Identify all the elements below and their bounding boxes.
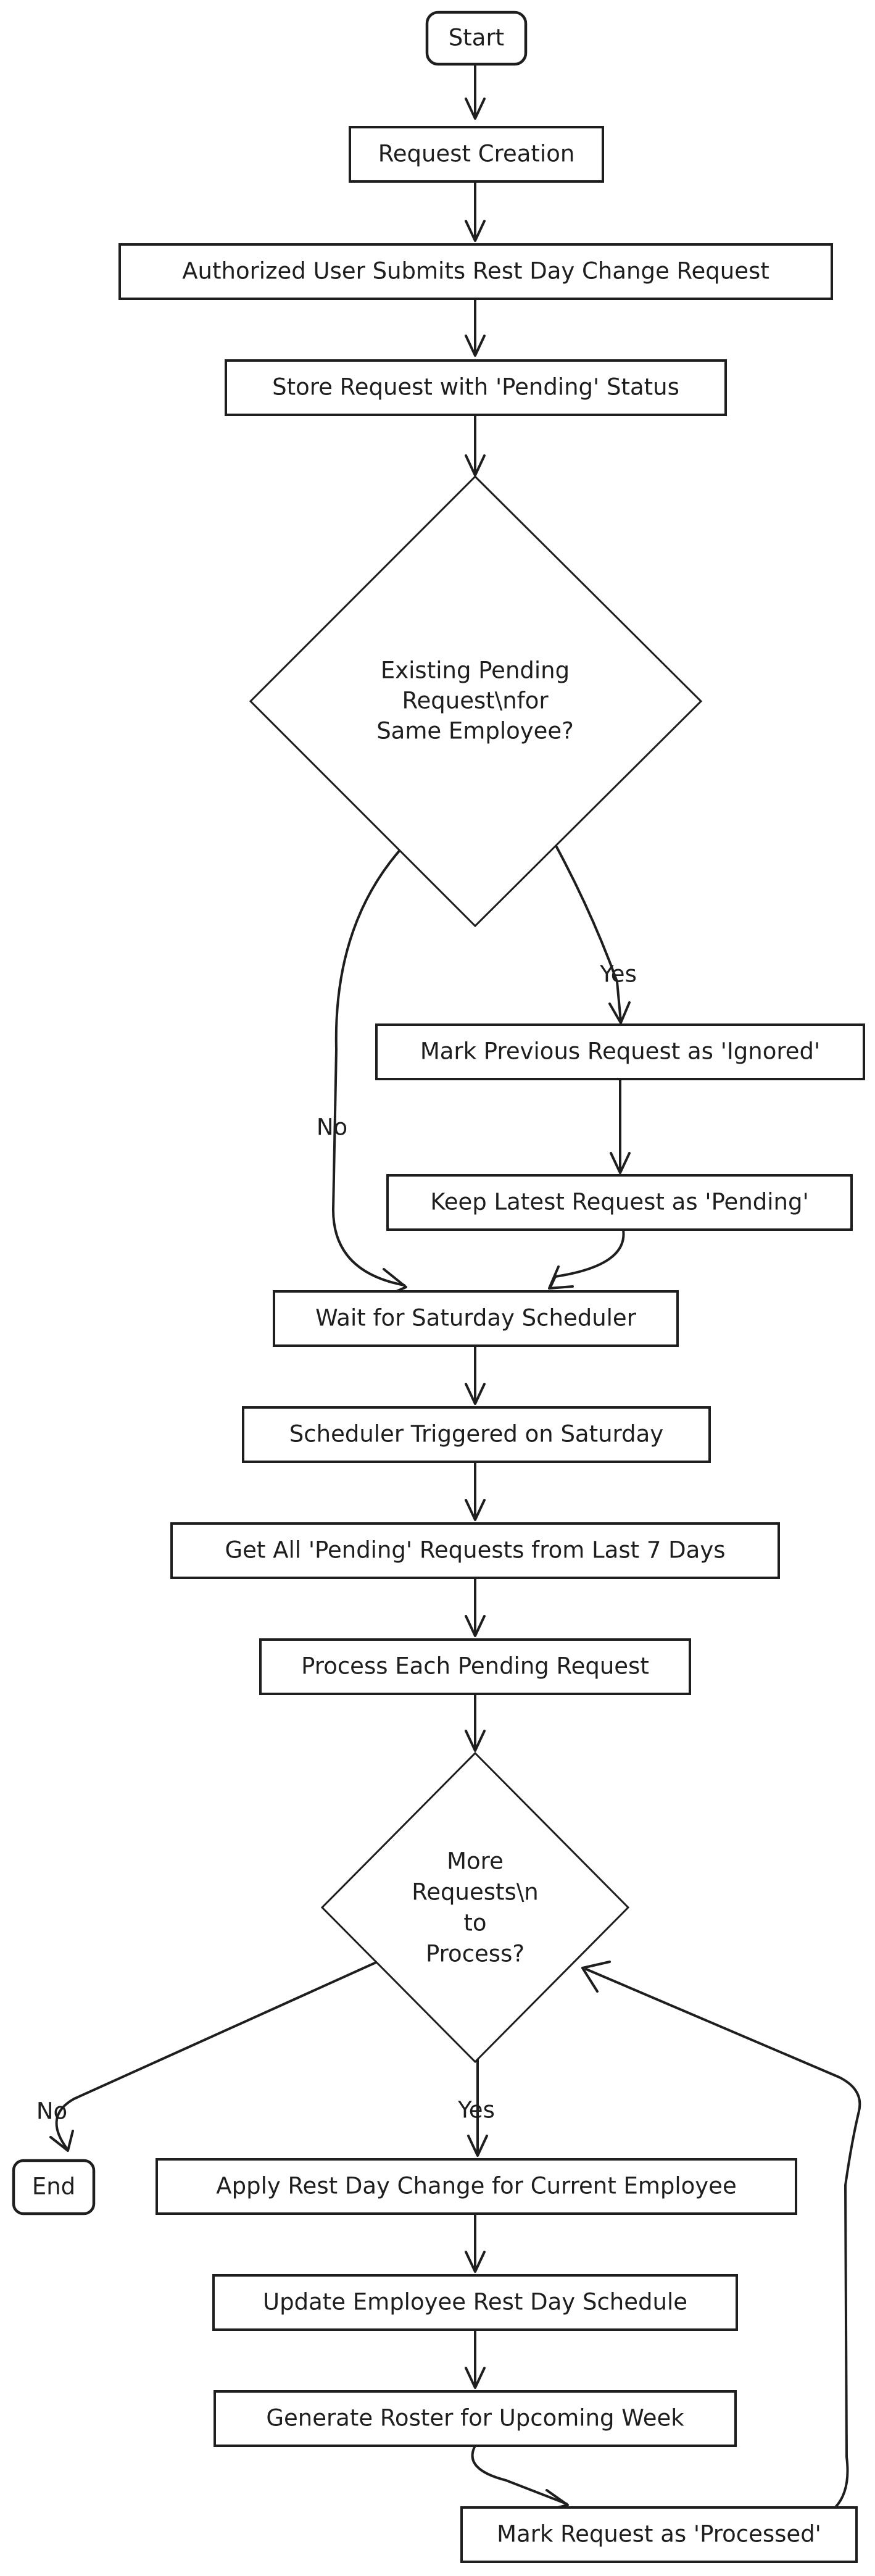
decision-existing-line-2: Request\nfor [402,688,549,714]
node-store-pending-label: Store Request with 'Pending' Status [272,374,679,401]
edges [49,63,861,2525]
node-get-pending: Get All 'Pending' Requests from Last 7 D… [170,1522,780,1579]
arrowhead-triggered [465,1383,486,1405]
node-start: Start [425,10,528,66]
arrowhead-store [465,335,486,357]
node-mark-ignored-label: Mark Previous Request as 'Ignored' [420,1038,820,1065]
arrowhead-end [49,2130,74,2152]
node-keep-latest-label: Keep Latest Request as 'Pending' [430,1189,808,1215]
arrowhead-get-pending [465,1499,486,1521]
node-keep-latest: Keep Latest Request as 'Pending' [386,1174,853,1231]
arrowhead-mark-ignored [608,1001,631,1024]
node-decision-more: More Requests\n to Process? [320,1751,630,2064]
node-generate-roster: Generate Roster for Upcoming Week [214,2390,737,2447]
edge-keep-to-wait [549,1228,625,1288]
edge-generate-to-processed [471,2445,568,2505]
decision-existing-line-1: Existing Pending [381,657,570,684]
node-end: End [12,2159,96,2215]
edge-label-existing-no: No [317,1114,347,1141]
arrowhead-generate [465,2367,486,2389]
node-wait-scheduler-label: Wait for Saturday Scheduler [315,1305,637,1332]
node-end-label: End [32,2174,75,2200]
edge-labels: Yes No Yes No [36,961,637,2125]
nodes: Start Request Creation Authorized User S… [12,10,865,2563]
node-submit-request-label: Authorized User Submits Rest Day Change … [182,258,769,285]
node-decision-existing: Existing Pending Request\nfor Same Emplo… [249,475,703,928]
node-process-each-label: Process Each Pending Request [301,1653,649,1680]
node-scheduler-triggered: Scheduler Triggered on Saturday [242,1406,711,1463]
node-update-schedule-label: Update Employee Rest Day Schedule [263,2289,687,2315]
edge-label-existing-yes: Yes [599,961,637,988]
edge-label-more-no: No [36,2098,67,2125]
arrowhead-update [465,2251,486,2273]
decision-existing-line-3: Same Employee? [376,718,574,744]
node-apply-change-label: Apply Rest Day Change for Current Employ… [216,2173,736,2199]
decision-more-line-2: Requests\n [412,1879,539,1906]
node-mark-ignored: Mark Previous Request as 'Ignored' [375,1023,865,1080]
node-get-pending-label: Get All 'Pending' Requests from Last 7 D… [225,1537,725,1564]
decision-more-line-4: Process? [426,1941,525,1967]
node-store-pending: Store Request with 'Pending' Status [225,359,727,416]
node-apply-change: Apply Rest Day Change for Current Employ… [156,2158,797,2215]
arrowhead-request-creation [465,98,486,120]
arrowhead-submit [465,220,486,242]
arrowhead-apply [467,2135,488,2157]
node-update-schedule: Update Employee Rest Day Schedule [212,2274,738,2331]
arrowhead-loop [581,1961,611,1993]
node-mark-processed-label: Mark Request as 'Processed' [497,2521,821,2548]
decision-more-line-3: to [463,1910,486,1936]
node-scheduler-triggered-label: Scheduler Triggered on Saturday [289,1421,663,1448]
node-request-creation-label: Request Creation [378,141,575,167]
node-start-label: Start [449,25,504,51]
node-mark-processed: Mark Request as 'Processed' [460,2506,858,2563]
node-request-creation: Request Creation [349,126,604,183]
node-generate-roster-label: Generate Roster for Upcoming Week [266,2405,684,2432]
arrowhead-decision-more [465,1730,486,1752]
decision-more-line-1: More [447,1848,504,1875]
edge-existing-yes [555,846,622,1023]
arrowhead-wait-right [548,1265,574,1290]
node-submit-request: Authorized User Submits Rest Day Change … [118,243,833,300]
node-wait-scheduler: Wait for Saturday Scheduler [273,1290,679,1347]
edge-existing-no [332,848,405,1286]
edge-more-no [55,1957,387,2149]
arrowhead-process-each [465,1615,486,1637]
node-process-each: Process Each Pending Request [259,1638,691,1695]
arrowhead-keep-latest [610,1152,631,1174]
edge-label-more-yes: Yes [457,2097,495,2124]
